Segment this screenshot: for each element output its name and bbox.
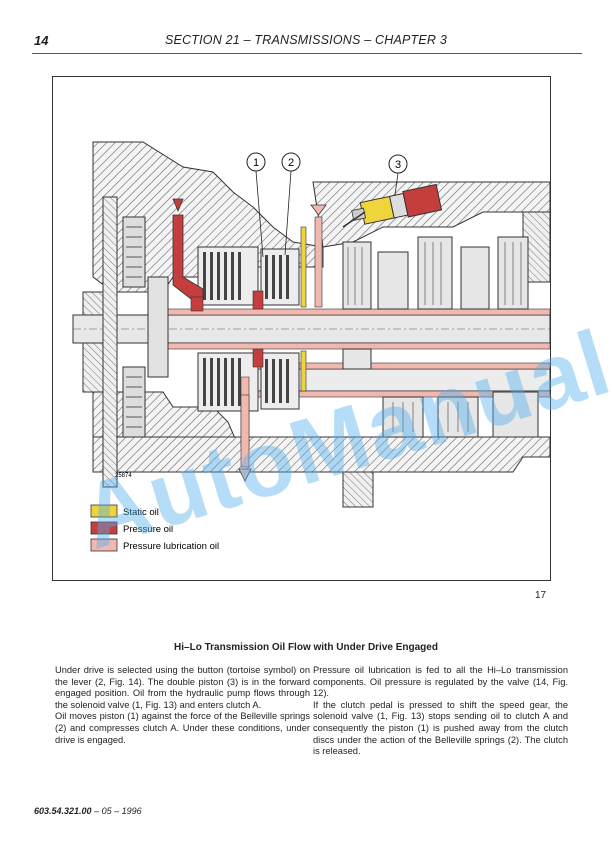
drawing-ref: 25874 — [115, 473, 132, 479]
page-number: 14 — [34, 33, 49, 48]
transmission-figure: 1 2 3 25874 Static oil Pressure oil Pres… — [52, 76, 551, 581]
section-title: SECTION 21 – TRANSMISSIONS – CHAPTER 3 — [165, 33, 447, 47]
header-rule — [32, 53, 582, 54]
callout-2: 2 — [288, 157, 294, 169]
footer: 603.54.321.00 – 05 – 1996 — [34, 806, 142, 816]
body-column-left: Under drive is selected using the button… — [55, 665, 310, 746]
callout-3: 3 — [395, 159, 401, 171]
body-column-right: Pressure oil lubrication is fed to all t… — [313, 665, 568, 758]
body-paragraph: Pressure oil lubrication is fed to all t… — [313, 665, 568, 699]
legend-swatch-pressure — [90, 521, 118, 535]
footer-code: 603.54.321.00 — [34, 806, 92, 816]
legend: Static oil Pressure oil Pressure lubrica… — [90, 504, 219, 552]
legend-label-static: Static oil — [123, 507, 159, 518]
figure-caption: Hi–Lo Transmission Oil Flow with Under D… — [174, 642, 438, 653]
footer-date: – 05 – 1996 — [91, 806, 142, 816]
legend-label-pressure: Pressure oil — [123, 524, 173, 535]
legend-swatch-static — [90, 504, 118, 518]
transmission-cross-section-drawing: 1 2 3 25874 Static oil Pressure oil Pres… — [72, 141, 550, 552]
callout-1: 1 — [253, 157, 259, 169]
body-paragraph: Under drive is selected using the button… — [55, 665, 310, 710]
body-paragraph: Oil moves piston (1) against the force o… — [55, 711, 310, 745]
legend-swatch-lubrication — [90, 538, 118, 552]
figure-number: 17 — [535, 590, 547, 601]
body-paragraph: If the clutch pedal is pressed to shift … — [313, 699, 568, 757]
legend-label-lubrication: Pressure lubrication oil — [123, 541, 219, 552]
